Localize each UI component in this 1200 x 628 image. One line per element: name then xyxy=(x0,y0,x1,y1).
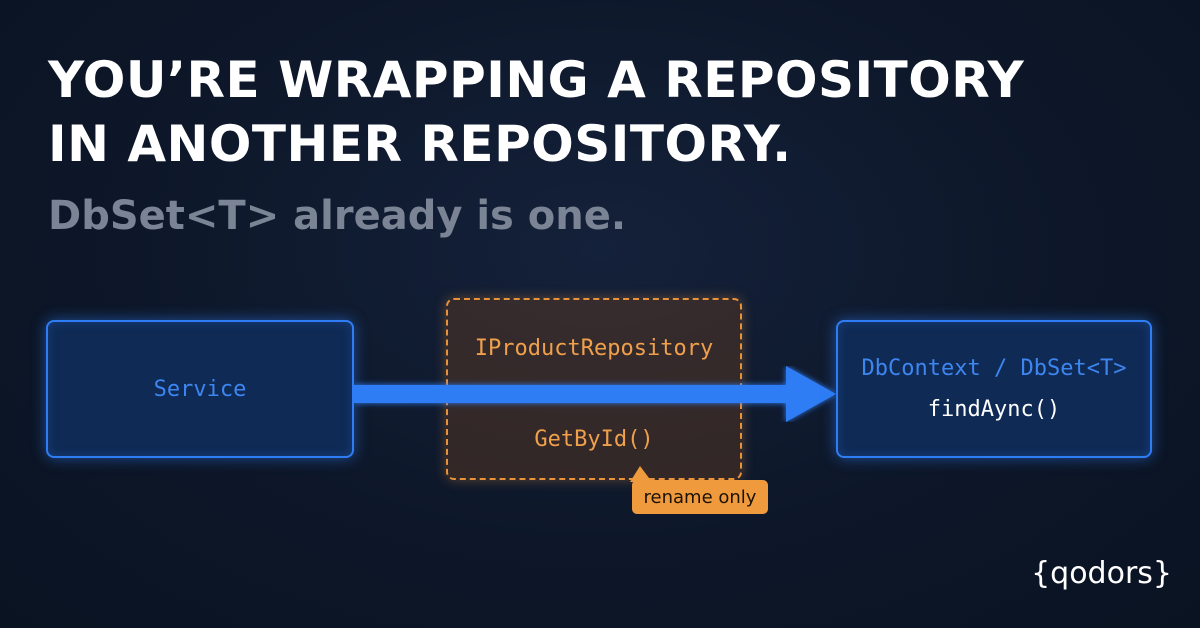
repository-interface-label: IProductRepository xyxy=(474,336,714,361)
headline-line-1: YOU’RE WRAPPING A REPOSITORY xyxy=(48,51,1025,109)
call-arrow xyxy=(354,366,836,422)
dbcontext-title: DbContext / DbSet<T> xyxy=(861,356,1127,381)
badge-pointer-icon xyxy=(630,466,652,482)
service-label: Service xyxy=(153,376,247,402)
rename-only-badge: rename only xyxy=(632,480,768,514)
headline-line-2: IN ANOTHER REPOSITORY. xyxy=(48,115,792,173)
arrow-shaft xyxy=(354,385,790,403)
brand-logo: {qodors} xyxy=(1031,556,1172,591)
dbcontext-box: DbContext / DbSet<T> findAync() xyxy=(836,320,1152,458)
service-box: Service xyxy=(46,320,354,458)
subheadline: DbSet<T> already is one. xyxy=(48,193,627,239)
arrow-head xyxy=(786,366,836,422)
headline: YOU’RE WRAPPING A REPOSITORY IN ANOTHER … xyxy=(48,48,1024,176)
dbcontext-method: findAync() xyxy=(927,397,1061,422)
repository-method-label: GetById() xyxy=(534,427,654,452)
